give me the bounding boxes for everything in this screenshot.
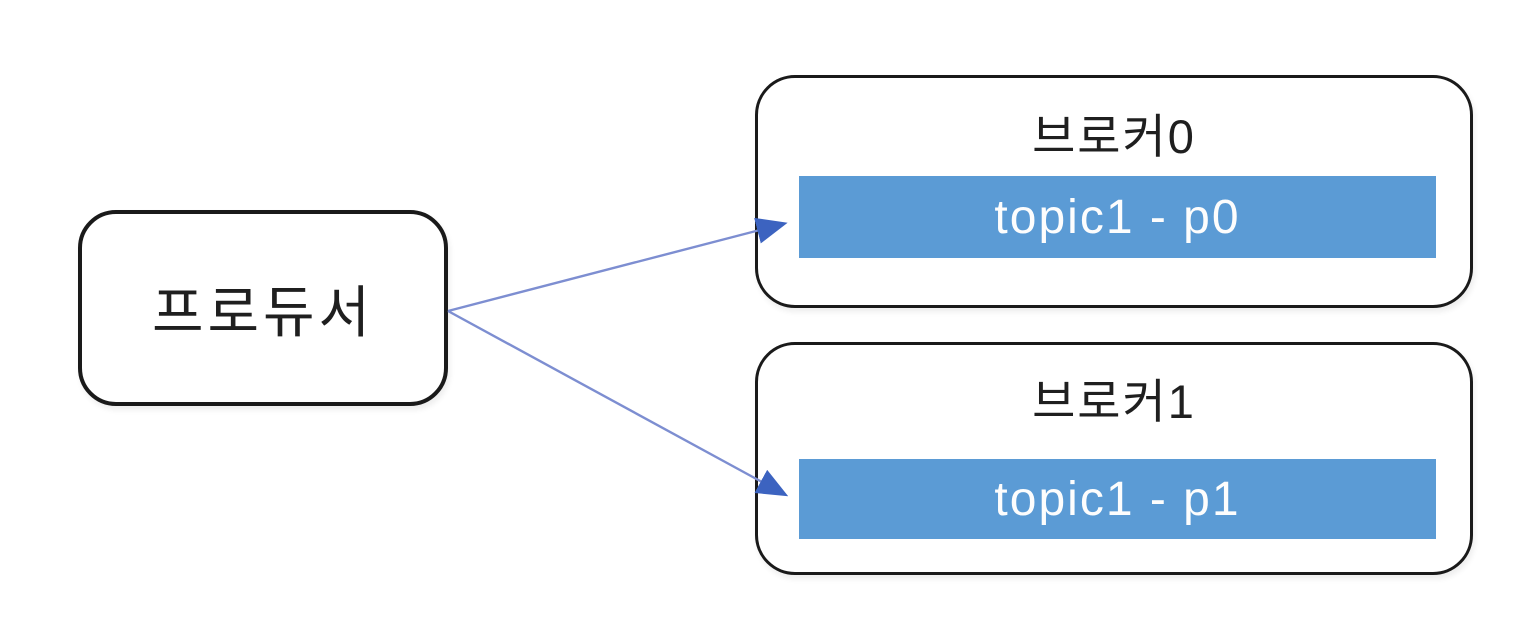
arrow-producer-to-broker1 <box>447 309 789 497</box>
broker0-title: 브로커0 <box>1032 110 1196 163</box>
broker1-node: 브로커1 topic1 - p1 <box>755 342 1473 575</box>
broker1-partition-bar: topic1 - p1 <box>799 459 1436 539</box>
broker1-title: 브로커1 <box>1032 375 1196 428</box>
producer-node: 프로듀서 <box>78 210 448 406</box>
producer-label: 프로듀서 <box>151 280 375 344</box>
arrow-producer-to-broker0 <box>447 217 788 313</box>
broker0-partition-bar: topic1 - p0 <box>799 176 1436 258</box>
broker0-node: 브로커0 topic1 - p0 <box>755 75 1473 308</box>
